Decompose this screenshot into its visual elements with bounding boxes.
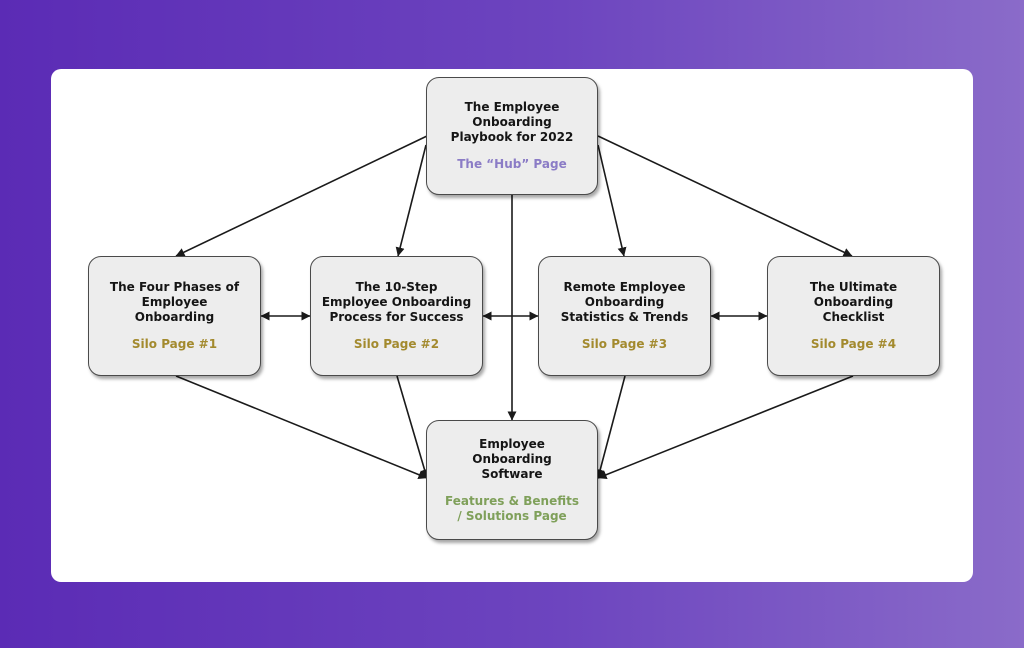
arrow-hub-to-silo-1 — [175, 135, 428, 257]
arrow-silo-2-to-product — [396, 375, 429, 479]
silo-2-subtitle: Silo Page #2 — [353, 337, 440, 351]
silo-node-3: Remote Employee Onboarding Statistics & … — [538, 256, 711, 376]
arrow-silo-3-to-product — [595, 375, 626, 479]
product-subtitle: Features & Benefits / Solutions Page — [445, 493, 579, 523]
arrow-hub-to-silo-4 — [597, 135, 853, 257]
product-title: Employee Onboarding Software — [472, 436, 552, 481]
silo-3-subtitle: Silo Page #3 — [581, 337, 668, 351]
silo-node-4: The Ultimate Onboarding Checklist Silo P… — [767, 256, 940, 376]
silo-3-title: Remote Employee Onboarding Statistics & … — [560, 280, 689, 324]
silo-1-title: The Four Phases of Employee Onboarding — [109, 280, 240, 324]
arrow-silo-4-to-product — [597, 375, 854, 480]
arrow-hub-to-silo-2 — [395, 144, 427, 257]
silo-4-subtitle: Silo Page #4 — [810, 337, 897, 351]
product-node: Employee Onboarding Software Features & … — [426, 420, 598, 540]
silo-1-subtitle: Silo Page #1 — [131, 337, 218, 351]
hub-subtitle: The “Hub” Page — [457, 157, 567, 171]
silo-node-2: The 10-Step Employee Onboarding Process … — [310, 256, 483, 376]
silo-node-1: The Four Phases of Employee Onboarding S… — [88, 256, 261, 376]
silo-2-title: The 10-Step Employee Onboarding Process … — [321, 280, 472, 324]
hub-node: The Employee Onboarding Playbook for 202… — [426, 77, 598, 195]
silo-4-title: The Ultimate Onboarding Checklist — [809, 280, 898, 324]
arrow-hub-to-silo-3 — [597, 144, 627, 257]
hub-title: The Employee Onboarding Playbook for 202… — [450, 100, 574, 144]
arrow-silo-1-to-product — [175, 375, 428, 479]
